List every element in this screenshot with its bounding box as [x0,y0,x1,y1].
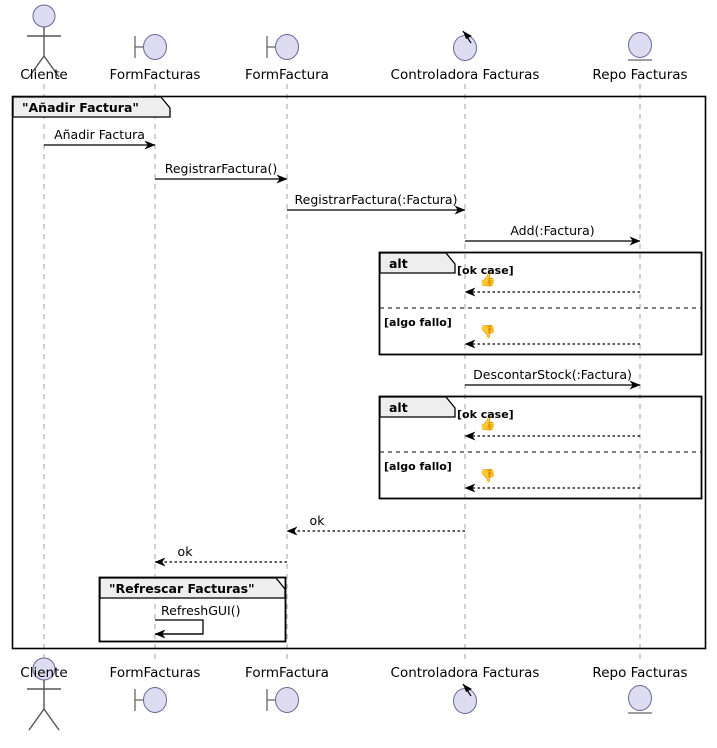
message-label-m6: 👎 [479,325,497,340]
boundary-icon-bottom-formfacturas [134,687,167,713]
message-label-m9: 👎 [479,469,497,484]
frame-title-alt-descontar: alt [389,400,408,415]
participant-label-formfactura-top: FormFactura [245,67,329,83]
boundary-icon-top-formfactura [266,34,299,60]
frame-header-tab-refrescar-facturas [99,577,286,599]
frame-title-anadir-factura: "Añadir Factura" [22,100,139,115]
frame-title-alt-add: alt [389,256,408,271]
frame-border-alt-descontar [378,395,703,500]
message-label-m8: 👍 [479,417,497,432]
message-label-m7: DescontarStock(:Factura) [473,367,632,382]
frame-header-tab-alt-descontar [379,396,456,418]
self-message-line-m12 [155,619,204,635]
guard-alt-descontar-1: [algo fallo] [384,460,452,473]
message-label-m1: Añadir Factura [54,127,145,142]
control-icon-top-controladora [453,30,477,61]
participant-label-repo-bottom: Repo Facturas [592,665,688,681]
message-label-m5: 👍 [479,273,497,288]
frame-title-refrescar-facturas: "Refrescar Facturas" [109,581,255,596]
boundary-icon-top-formfacturas [134,34,167,60]
message-label-m4: Add(:Factura) [510,223,595,238]
participant-label-repo-top: Repo Facturas [592,67,688,83]
frame-header-tab-alt-add [379,252,456,274]
participant-label-formfacturas-top: FormFacturas [109,67,201,83]
guard-alt-add-1: [algo fallo] [384,316,452,329]
participant-label-formfactura-bottom: FormFactura [245,665,329,681]
message-label-m11: ok [177,544,193,559]
entity-icon-top-repo [628,32,652,61]
message-label-m2: RegistrarFactura() [164,161,278,176]
participant-label-controladora-top: Controladora Facturas [390,67,540,83]
frame-header-tab-anadir-factura [12,96,171,118]
participant-label-cliente-bottom: Cliente [20,665,68,681]
self-message-label-m12: RefreshGUI() [161,603,241,618]
boundary-icon-bottom-formfactura [266,687,299,713]
frame-border-anadir-factura [11,95,707,650]
actor-icon-bottom-cliente [27,657,61,731]
control-icon-bottom-controladora [453,683,477,714]
participant-label-controladora-bottom: Controladora Facturas [390,665,540,681]
participant-label-formfacturas-bottom: FormFacturas [109,665,201,681]
guard-alt-descontar-0: [ok case] [457,408,514,421]
actor-icon-top-cliente [27,4,61,78]
message-label-m10: ok [309,513,325,528]
guard-alt-add-0: [ok case] [457,264,514,277]
entity-icon-bottom-repo [628,685,652,714]
message-label-m3: RegistrarFactura(:Factura) [294,192,458,207]
frame-border-alt-add [378,251,703,356]
participant-label-cliente-top: Cliente [20,67,68,83]
